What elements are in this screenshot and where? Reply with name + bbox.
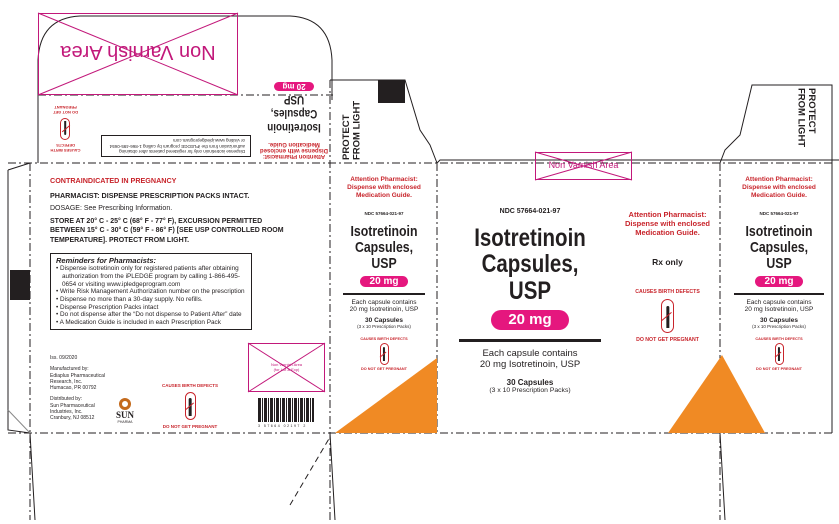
non-varnish-area-top: Non Varnish Area xyxy=(38,13,238,95)
side-panel-left: Attention Pharmacist: Dispense with encl… xyxy=(333,176,435,371)
company-info: Iss. 09/2020 Manufactured by: Ediaplus P… xyxy=(50,355,106,421)
tuck-flap-inverted: Attention Pharmacist: Dispense with encl… xyxy=(50,82,329,159)
protect-from-light-label: PROTECT FROM LIGHT xyxy=(341,100,363,160)
orange-triangle xyxy=(335,358,437,433)
orange-triangle xyxy=(668,355,765,433)
non-varnish-area-lot: Non Varnish Area (for Lot & Exp) xyxy=(248,343,325,392)
front-panel-right: Attention Pharmacist: Dispense with encl… xyxy=(624,210,711,343)
birth-defects-warning: CAUSES BIRTH DEFECTS DO NOT GET PREGNANT xyxy=(161,383,218,429)
no-pregnancy-icon xyxy=(60,118,71,140)
back-panel: CONTRAINDICATED IN PREGNANCY PHARMACIST:… xyxy=(50,176,320,330)
barcode xyxy=(258,398,314,422)
side-panel-right: Attention Pharmacist: Dispense with encl… xyxy=(727,176,831,371)
protect-from-light-label: PROTECT FROM LIGHT xyxy=(795,88,817,148)
color-block xyxy=(10,270,30,300)
no-pregnancy-icon xyxy=(774,342,784,365)
color-block xyxy=(378,80,405,103)
reminders-box: Reminders for Pharmacists: Dispense isot… xyxy=(50,253,252,330)
non-varnish-area-front: Non Varnish Area xyxy=(535,152,632,180)
no-pregnancy-icon xyxy=(184,392,196,420)
sun-pharma-logo: SUN PHARMA xyxy=(112,398,138,424)
no-pregnancy-icon xyxy=(379,342,389,365)
front-panel: NDC 57664-021-97 Isotretinoin Capsules, … xyxy=(450,208,610,394)
no-pregnancy-icon xyxy=(661,299,674,333)
